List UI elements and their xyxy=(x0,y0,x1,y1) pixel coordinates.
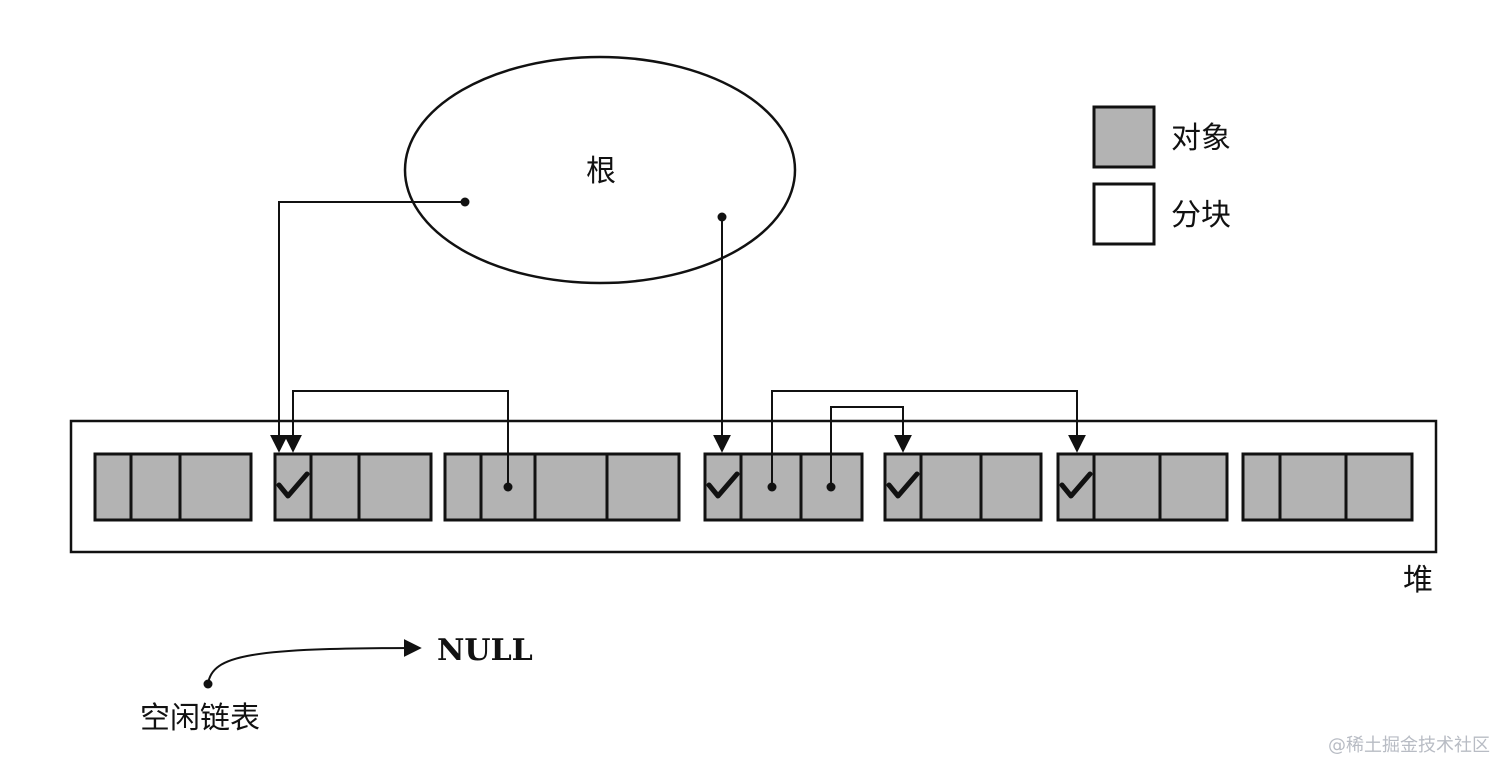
legend-object-label: 对象 xyxy=(1171,121,1231,156)
heap-block-body xyxy=(1241,452,1414,522)
root-ellipse xyxy=(403,55,797,285)
heap-block xyxy=(883,452,1043,522)
legend-chunk-swatch xyxy=(1092,182,1156,246)
heap-block xyxy=(703,452,864,522)
heap-block xyxy=(93,452,253,522)
heap-block-body xyxy=(93,452,253,522)
heap-block xyxy=(273,452,433,522)
heap-blocks xyxy=(93,452,1414,522)
heap-block-body xyxy=(273,452,433,522)
mark-check-icon xyxy=(1059,471,1093,499)
root-reference-arrow xyxy=(270,201,465,453)
legend: 对象 分块 xyxy=(1092,105,1231,246)
heap-block-body xyxy=(443,452,681,522)
heap-block xyxy=(443,452,681,522)
mark-check-icon xyxy=(276,471,310,499)
heap-block-body xyxy=(1056,452,1229,522)
object-reference-arrow xyxy=(284,390,509,487)
heap-block xyxy=(1056,452,1229,522)
heap-block-body xyxy=(703,452,864,522)
mark-check-icon xyxy=(706,471,740,499)
watermark: @稀土掘金技术社区 xyxy=(1328,735,1490,756)
legend-chunk-label: 分块 xyxy=(1171,198,1231,233)
null-label: NULL xyxy=(437,633,533,668)
root-label: 根 xyxy=(586,154,616,189)
mark-check-icon xyxy=(886,471,920,499)
legend-object-swatch xyxy=(1092,105,1156,169)
heap-block-body xyxy=(883,452,1043,522)
object-reference-arrow xyxy=(771,390,1086,487)
free-list-arrow xyxy=(207,639,422,685)
free-list-label: 空闲链表 xyxy=(140,701,260,736)
heap-block xyxy=(1241,452,1414,522)
object-reference-arrow xyxy=(830,406,912,487)
heap-label: 堆 xyxy=(1403,563,1433,598)
